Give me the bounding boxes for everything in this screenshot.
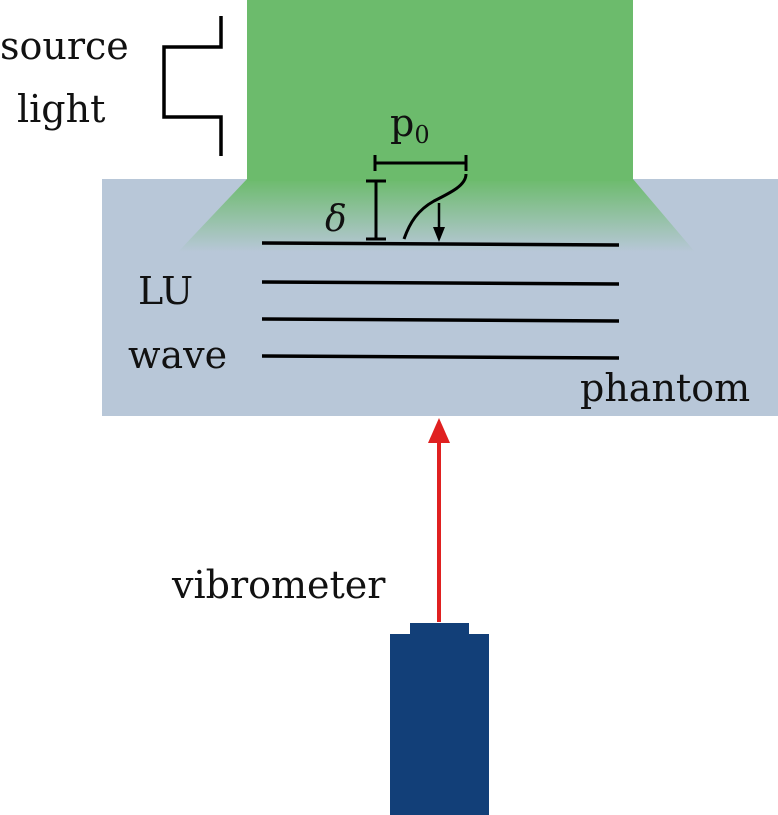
pressure-profile-curve xyxy=(402,173,468,240)
delta-bracket xyxy=(366,179,386,241)
p0-bracket xyxy=(373,155,468,171)
label-wave: wave xyxy=(128,333,227,377)
propagation-arrow-head xyxy=(433,227,445,242)
label-phantom: phantom xyxy=(580,366,750,410)
light-cone xyxy=(178,179,695,252)
light-beam xyxy=(247,0,633,181)
wave-line xyxy=(261,354,620,360)
lu-wave-lines xyxy=(261,241,620,360)
label-delta: δ xyxy=(325,199,347,240)
wave-line xyxy=(261,241,620,247)
label-vibrometer: vibrometer xyxy=(171,563,386,607)
light-pulse-icon xyxy=(162,16,223,156)
label-light: light xyxy=(17,87,105,131)
wave-line xyxy=(261,317,620,323)
label-lu: LU xyxy=(138,269,193,313)
vibrometer-device xyxy=(390,623,489,815)
label-source: source xyxy=(0,24,129,68)
label-p0: p0 xyxy=(390,101,430,149)
laser-arrow-head xyxy=(428,418,450,443)
wave-line xyxy=(261,280,620,286)
